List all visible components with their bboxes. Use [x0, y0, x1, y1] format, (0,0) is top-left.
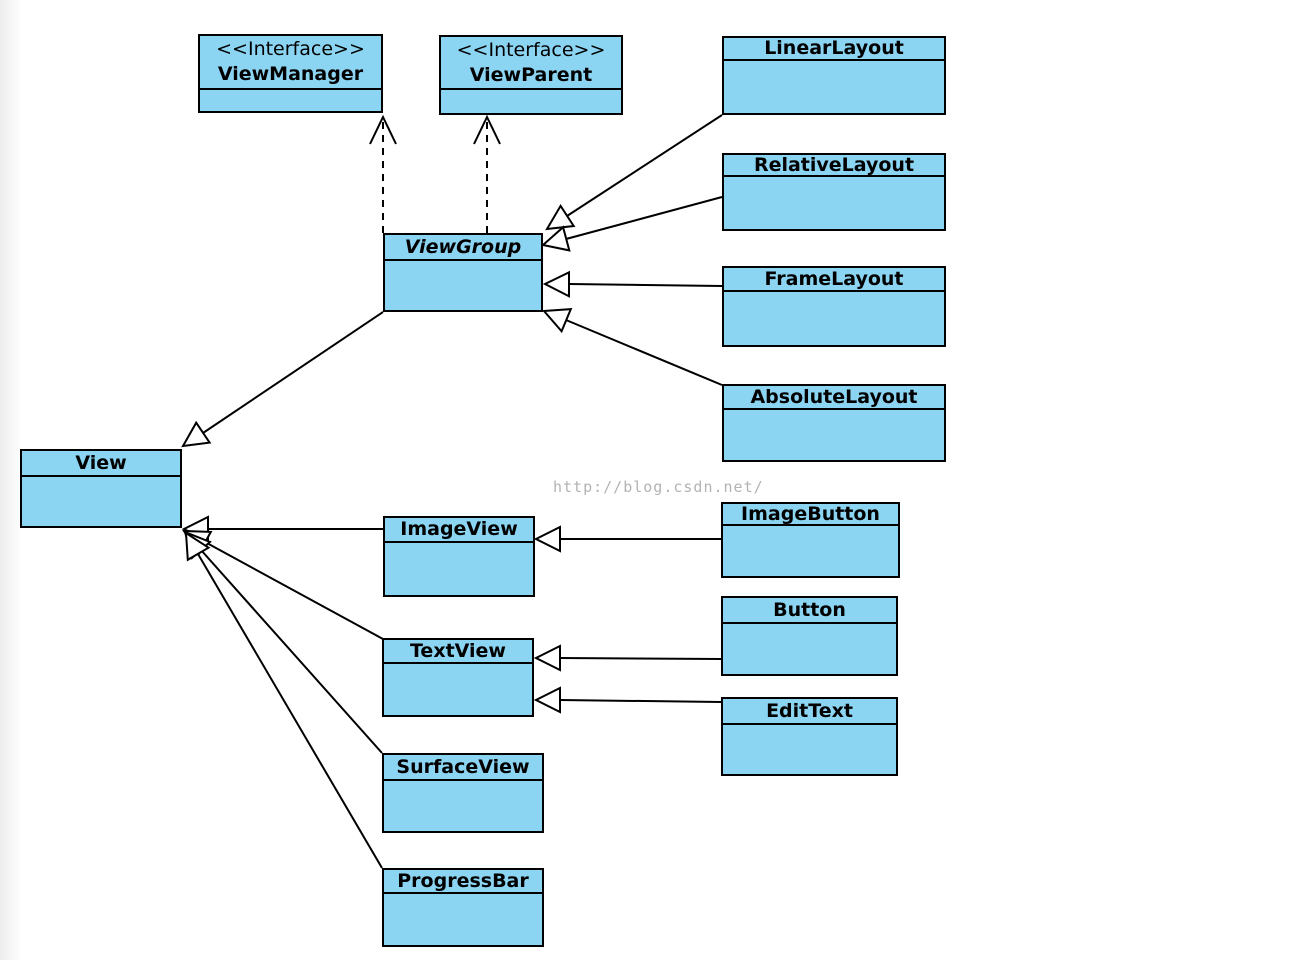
class-name-label: RelativeLayout	[753, 153, 915, 176]
edge-viewgroup-view	[202, 311, 384, 434]
hollow-triangle-icon	[181, 420, 212, 448]
stereotype-label: <<Interface>>	[216, 38, 365, 61]
class-box-textview: TextView	[382, 638, 534, 717]
class-name-label: AbsoluteLayout	[750, 385, 918, 408]
class-box-view: View	[20, 449, 182, 528]
class-box-absolutelayout: AbsoluteLayout	[722, 384, 946, 462]
open-arrowhead-icon	[369, 114, 397, 145]
class-box-button: Button	[721, 596, 898, 676]
hollow-triangle-icon	[533, 686, 561, 714]
class-name-label: View	[75, 451, 127, 474]
class-name-label: ViewParent	[469, 63, 593, 86]
class-name-label: TextView	[410, 639, 506, 662]
class-box-surfaceview: SurfaceView	[382, 753, 544, 833]
hollow-triangle-icon	[533, 644, 561, 672]
edge-linearlayout-viewgroup	[566, 114, 723, 217]
edge-edittext-textview	[559, 699, 722, 703]
edge-progressbar-view	[197, 553, 383, 869]
stereotype-label: <<Interface>>	[456, 38, 606, 61]
class-box-edittext: EditText	[721, 697, 898, 776]
hollow-triangle-icon	[545, 204, 576, 231]
edge-absolutelayout-viewgroup	[565, 319, 723, 386]
class-name-label: LinearLayout	[764, 37, 904, 60]
hollow-triangle-icon	[541, 307, 573, 334]
csdn-watermark: http://blog.csdn.net/	[553, 478, 764, 496]
class-name-label: ProgressBar	[397, 869, 529, 892]
class-name-label: ImageButton	[741, 502, 880, 525]
class-box-viewgroup: ViewGroup	[383, 233, 543, 312]
class-name-label: Button	[773, 598, 846, 621]
hollow-triangle-icon	[540, 225, 571, 252]
edge-textview-view	[204, 541, 384, 640]
edge-viewgroup-viewparent	[473, 114, 501, 233]
class-name-label: FrameLayout	[764, 267, 904, 290]
class-name-label: ViewManager	[217, 63, 364, 85]
open-arrowhead-icon	[473, 114, 501, 145]
class-name-label: SurfaceView	[396, 755, 530, 778]
edge-surfaceview-view	[200, 549, 383, 754]
class-box-viewparent: <<Interface>> ViewParent	[439, 35, 623, 115]
edge-viewgroup-viewmanager	[369, 114, 397, 233]
class-box-linearlayout: LinearLayout	[722, 36, 946, 115]
class-box-progressbar: ProgressBar	[382, 868, 544, 947]
class-box-relativelayout: RelativeLayout	[722, 153, 946, 231]
class-box-imageview: ImageView	[383, 516, 535, 597]
class-name-label: EditText	[766, 699, 853, 722]
hollow-triangle-icon	[184, 531, 211, 562]
class-box-viewmanager: <<Interface>> ViewManager	[198, 34, 383, 113]
hollow-triangle-icon	[542, 270, 570, 298]
edge-button-textview	[559, 657, 722, 660]
left-edge-gradient	[0, 0, 22, 960]
edge-relativelayout-viewgroup	[565, 196, 723, 240]
class-box-imagebutton: ImageButton	[721, 502, 900, 578]
class-name-label: ViewGroup	[404, 235, 522, 258]
class-name-label: ImageView	[400, 518, 518, 541]
hollow-triangle-icon	[533, 525, 561, 553]
class-box-framelayout: FrameLayout	[722, 266, 946, 347]
edge-framelayout-viewgroup	[568, 283, 723, 287]
